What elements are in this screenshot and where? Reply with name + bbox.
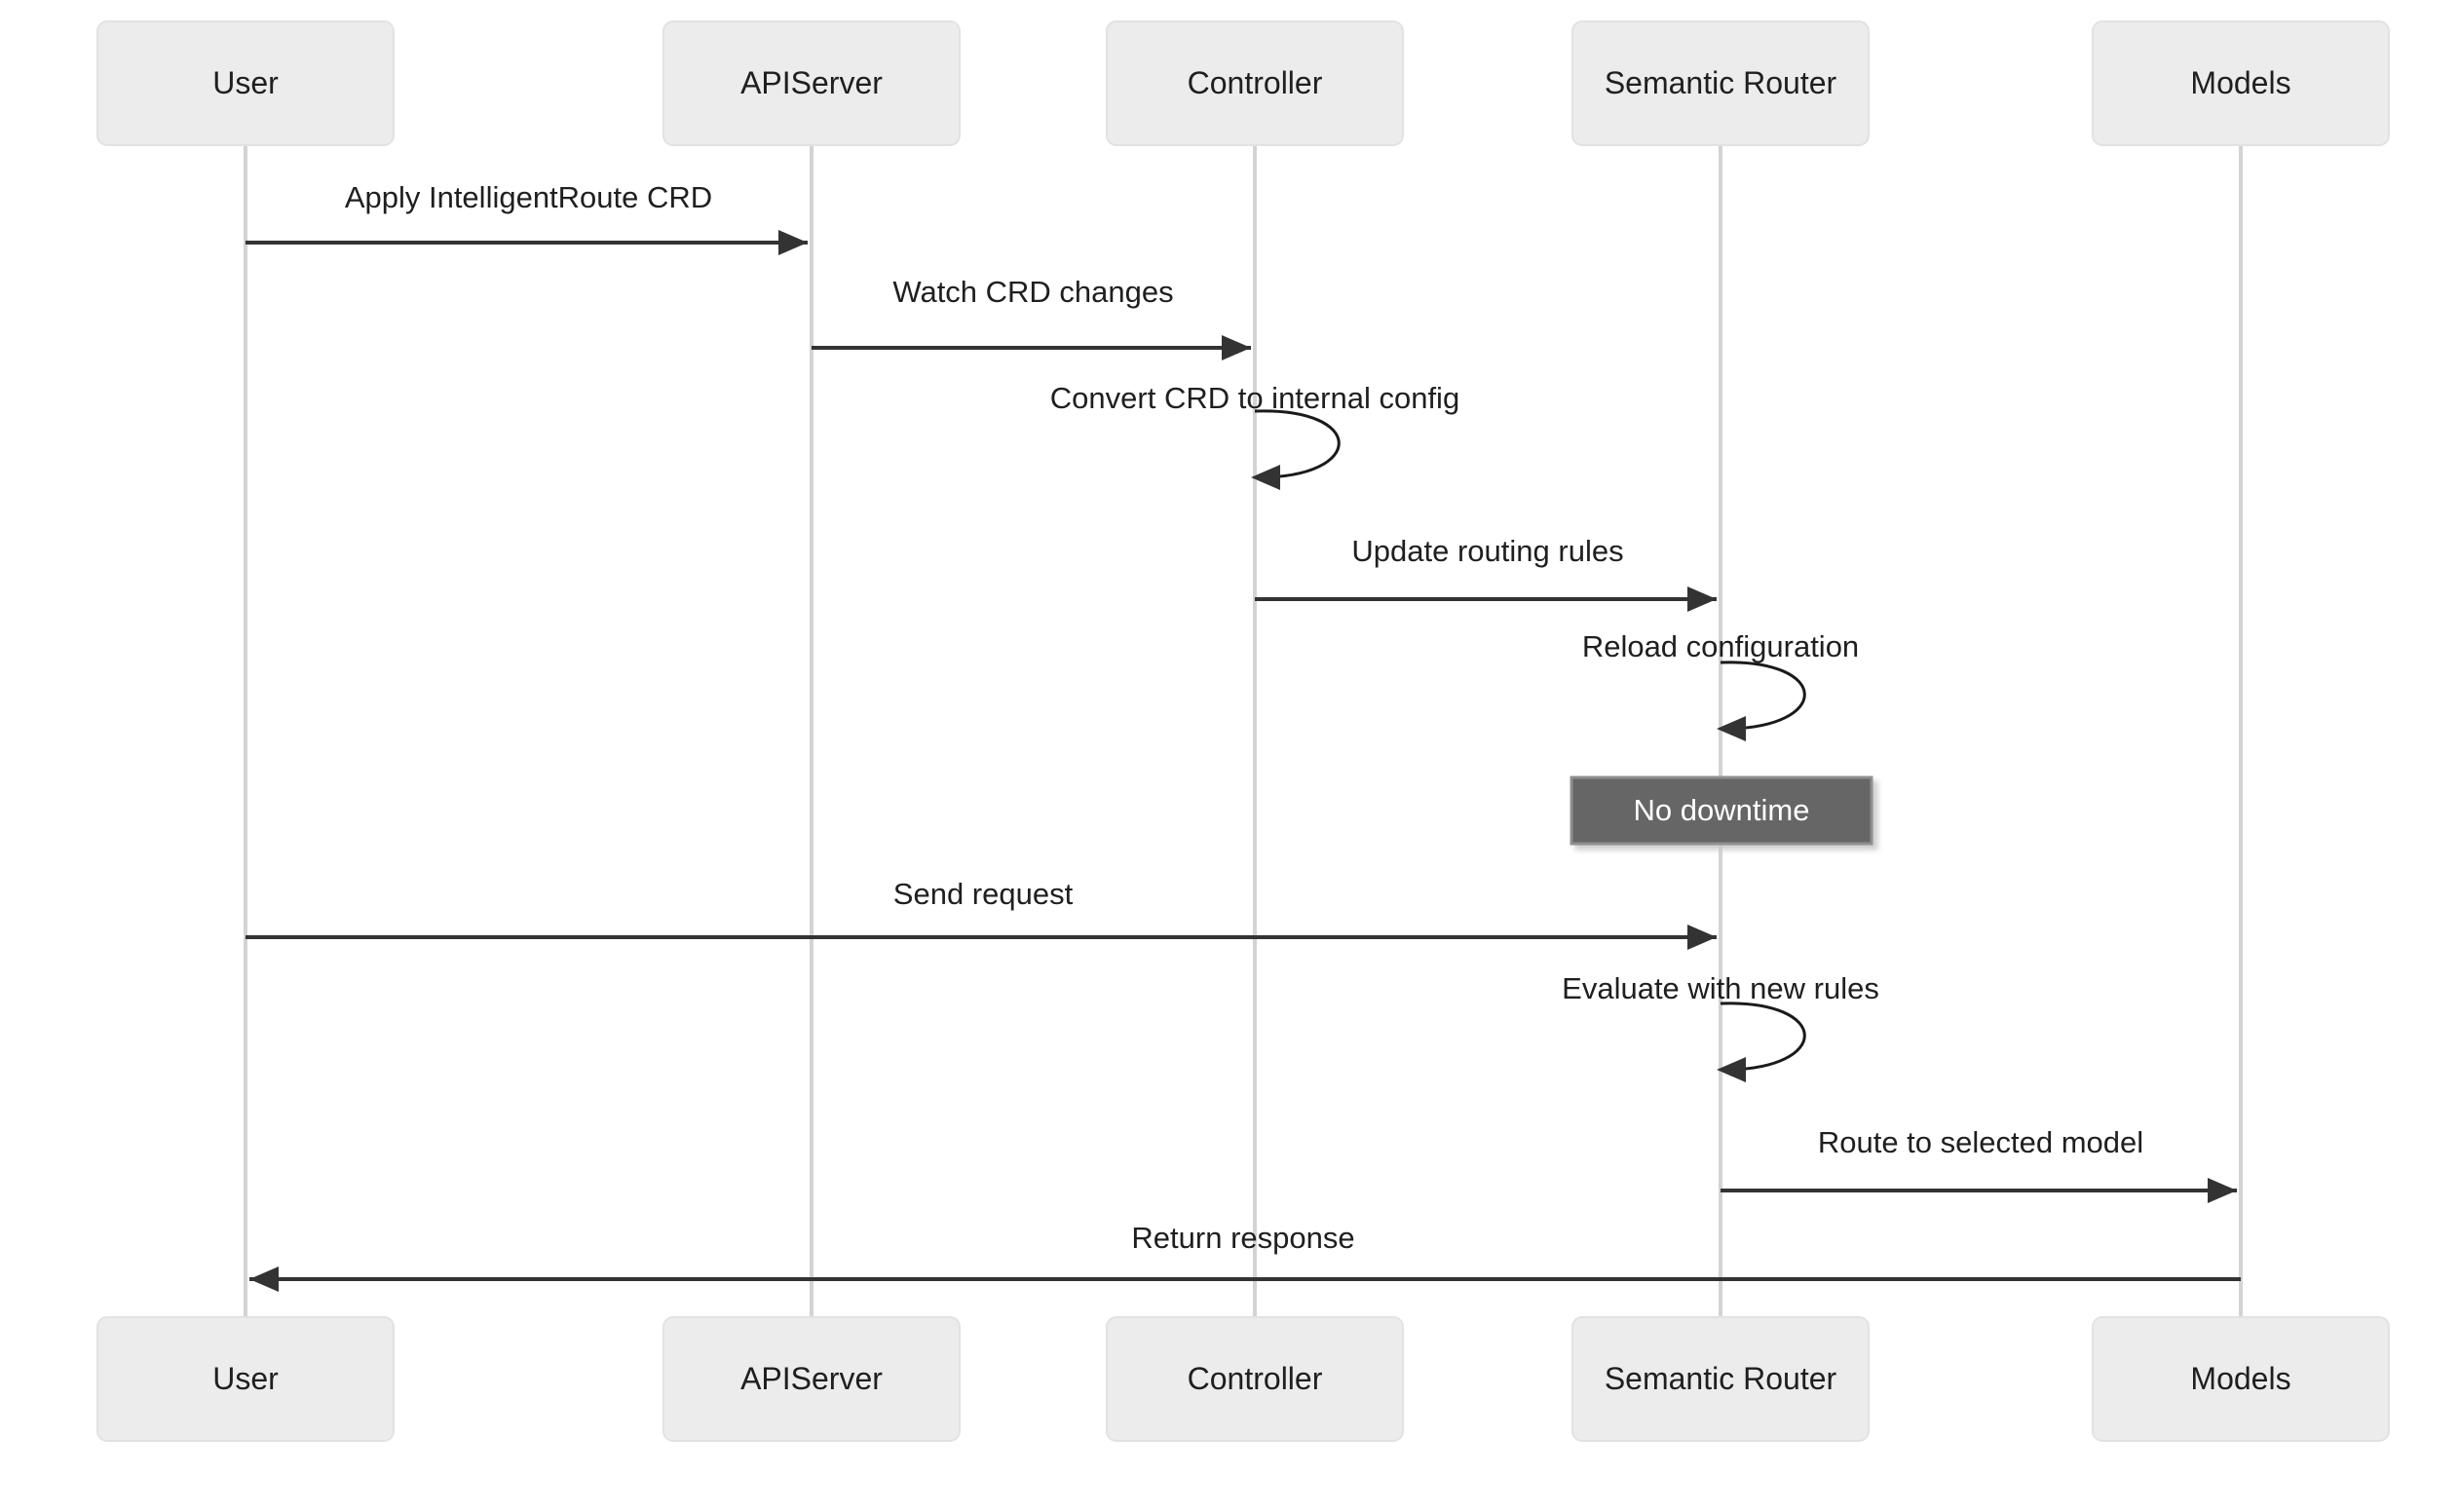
message-label: Reload configuration bbox=[1582, 629, 1859, 663]
message-5[interactable]: Reload configuration bbox=[1582, 629, 1859, 741]
participant-bottom-controller[interactable]: Controller bbox=[1106, 1316, 1404, 1442]
participants-layer: UserUserAPIServerAPIServerControllerCont… bbox=[96, 20, 2390, 1442]
participant-box bbox=[1571, 1316, 1870, 1442]
message-8[interactable]: Route to selected model bbox=[1721, 1125, 2237, 1203]
participant-label: User bbox=[212, 1361, 279, 1396]
participant-box bbox=[2092, 1316, 2390, 1442]
arrow-head-icon bbox=[1251, 465, 1280, 490]
participant-label: Models bbox=[2190, 1361, 2290, 1396]
participant-label: Controller bbox=[1188, 65, 1323, 100]
participant-box bbox=[1106, 20, 1404, 146]
message-6[interactable]: Send request bbox=[246, 877, 1717, 950]
participant-top-models[interactable]: Models bbox=[2092, 20, 2390, 146]
message-label: Evaluate with new rules bbox=[1562, 971, 1879, 1005]
participant-label: Semantic Router bbox=[1605, 1361, 1837, 1396]
message-label: Send request bbox=[893, 877, 1074, 911]
message-label: Route to selected model bbox=[1818, 1125, 2143, 1159]
message-label: Watch CRD changes bbox=[892, 275, 1173, 309]
self-loop-path bbox=[1720, 1002, 1806, 1072]
participant-top-user[interactable]: User bbox=[96, 20, 395, 146]
message-4[interactable]: Update routing rules bbox=[1255, 534, 1717, 612]
participant-box bbox=[2092, 20, 2390, 146]
participant-bottom-user[interactable]: User bbox=[96, 1316, 395, 1442]
arrow-head-icon bbox=[249, 1266, 279, 1292]
self-loop-path bbox=[1254, 409, 1341, 479]
notes-layer: No downtime bbox=[1570, 775, 1873, 846]
arrow-head-icon bbox=[1222, 335, 1251, 360]
participant-label: Semantic Router bbox=[1605, 65, 1837, 100]
message-3[interactable]: Convert CRD to internal config bbox=[1050, 381, 1459, 490]
message-2[interactable]: Watch CRD changes bbox=[812, 275, 1251, 360]
participant-label: Controller bbox=[1188, 1361, 1323, 1396]
message-label: Apply IntelligentRoute CRD bbox=[345, 180, 712, 214]
note-box bbox=[1570, 775, 1873, 846]
self-loop-path bbox=[1720, 661, 1806, 731]
participant-box bbox=[662, 20, 961, 146]
participant-top-apiserver[interactable]: APIServer bbox=[662, 20, 961, 146]
participant-box bbox=[662, 1316, 961, 1442]
arrow-head-icon bbox=[1717, 716, 1746, 741]
arrow-head-icon bbox=[2208, 1178, 2237, 1203]
participant-bottom-apiserver[interactable]: APIServer bbox=[662, 1316, 961, 1442]
messages-layer: Apply IntelligentRoute CRD Watch CRD chan… bbox=[246, 180, 2241, 1292]
message-1[interactable]: Apply IntelligentRoute CRD bbox=[246, 180, 808, 255]
participant-bottom-router[interactable]: Semantic Router bbox=[1571, 1316, 1870, 1442]
arrow-head-icon bbox=[1717, 1057, 1746, 1082]
participant-top-router[interactable]: Semantic Router bbox=[1571, 20, 1870, 146]
participant-box bbox=[1571, 20, 1870, 146]
message-label: Return response bbox=[1131, 1221, 1354, 1255]
note-label: No downtime bbox=[1634, 793, 1810, 827]
message-9[interactable]: Return response bbox=[249, 1221, 2241, 1292]
arrow-head-icon bbox=[1687, 925, 1717, 950]
participant-bottom-models[interactable]: Models bbox=[2092, 1316, 2390, 1442]
participant-box bbox=[96, 20, 395, 146]
note-no-downtime[interactable]: No downtime bbox=[1570, 775, 1873, 846]
message-label: Update routing rules bbox=[1351, 534, 1623, 568]
arrow-head-icon bbox=[1687, 586, 1717, 612]
participant-box bbox=[96, 1316, 395, 1442]
participant-label: User bbox=[212, 65, 279, 100]
message-label: Convert CRD to internal config bbox=[1050, 381, 1459, 415]
participant-label: APIServer bbox=[740, 1361, 883, 1396]
message-7[interactable]: Evaluate with new rules bbox=[1562, 971, 1879, 1082]
arrow-head-icon bbox=[778, 230, 808, 255]
participant-box bbox=[1106, 1316, 1404, 1442]
participant-top-controller[interactable]: Controller bbox=[1106, 20, 1404, 146]
participant-label: APIServer bbox=[740, 65, 883, 100]
lifelines-layer bbox=[244, 145, 2243, 1317]
participant-label: Models bbox=[2190, 65, 2290, 100]
